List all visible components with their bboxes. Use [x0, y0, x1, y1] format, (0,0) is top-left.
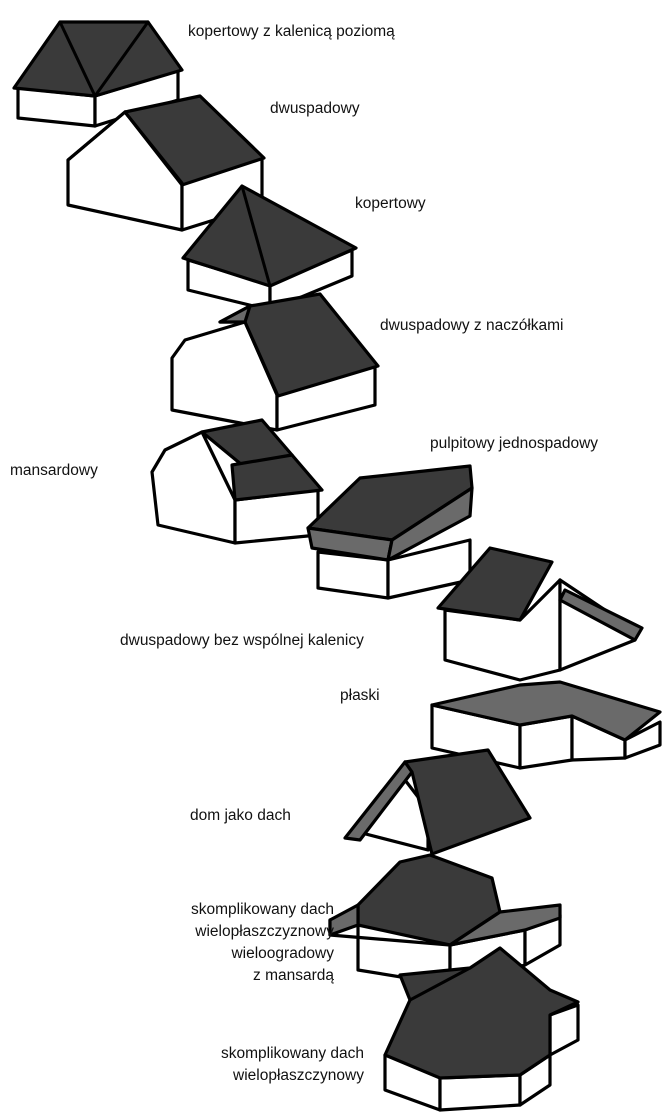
label-a-frame: dom jako dach [190, 806, 291, 826]
label-complex-multi-line1: skomplikowany dach [221, 1044, 364, 1064]
label-complex-mansard-line2: wielopłaszczyznowy [195, 922, 334, 942]
label-complex-mansard-line4: z mansardą [253, 966, 334, 986]
house-complex-mansard [330, 855, 560, 985]
label-hip-ridge: kopertowy z kalenicą poziomą [188, 22, 395, 42]
house-mansard [152, 420, 322, 543]
label-complex-multi-line2: wielopłaszczynowy [233, 1066, 364, 1086]
label-complex-mansard-line1: skomplikowany dach [191, 900, 334, 920]
house-shed [308, 466, 472, 598]
house-complex-multi [385, 948, 578, 1110]
label-gable: dwuspadowy [270, 99, 360, 119]
label-split-gable: dwuspadowy bez wspólnej kalenicy [120, 631, 364, 651]
label-half-hip: dwuspadowy z naczółkami [380, 316, 564, 336]
label-shed: pulpitowy jednospadowy [430, 434, 598, 454]
house-half-hip [172, 294, 378, 430]
label-hip: kopertowy [355, 194, 426, 214]
label-mansard: mansardowy [10, 461, 98, 481]
label-complex-mansard-line3: wieloogradowy [231, 944, 334, 964]
label-flat: płaski [340, 686, 380, 706]
